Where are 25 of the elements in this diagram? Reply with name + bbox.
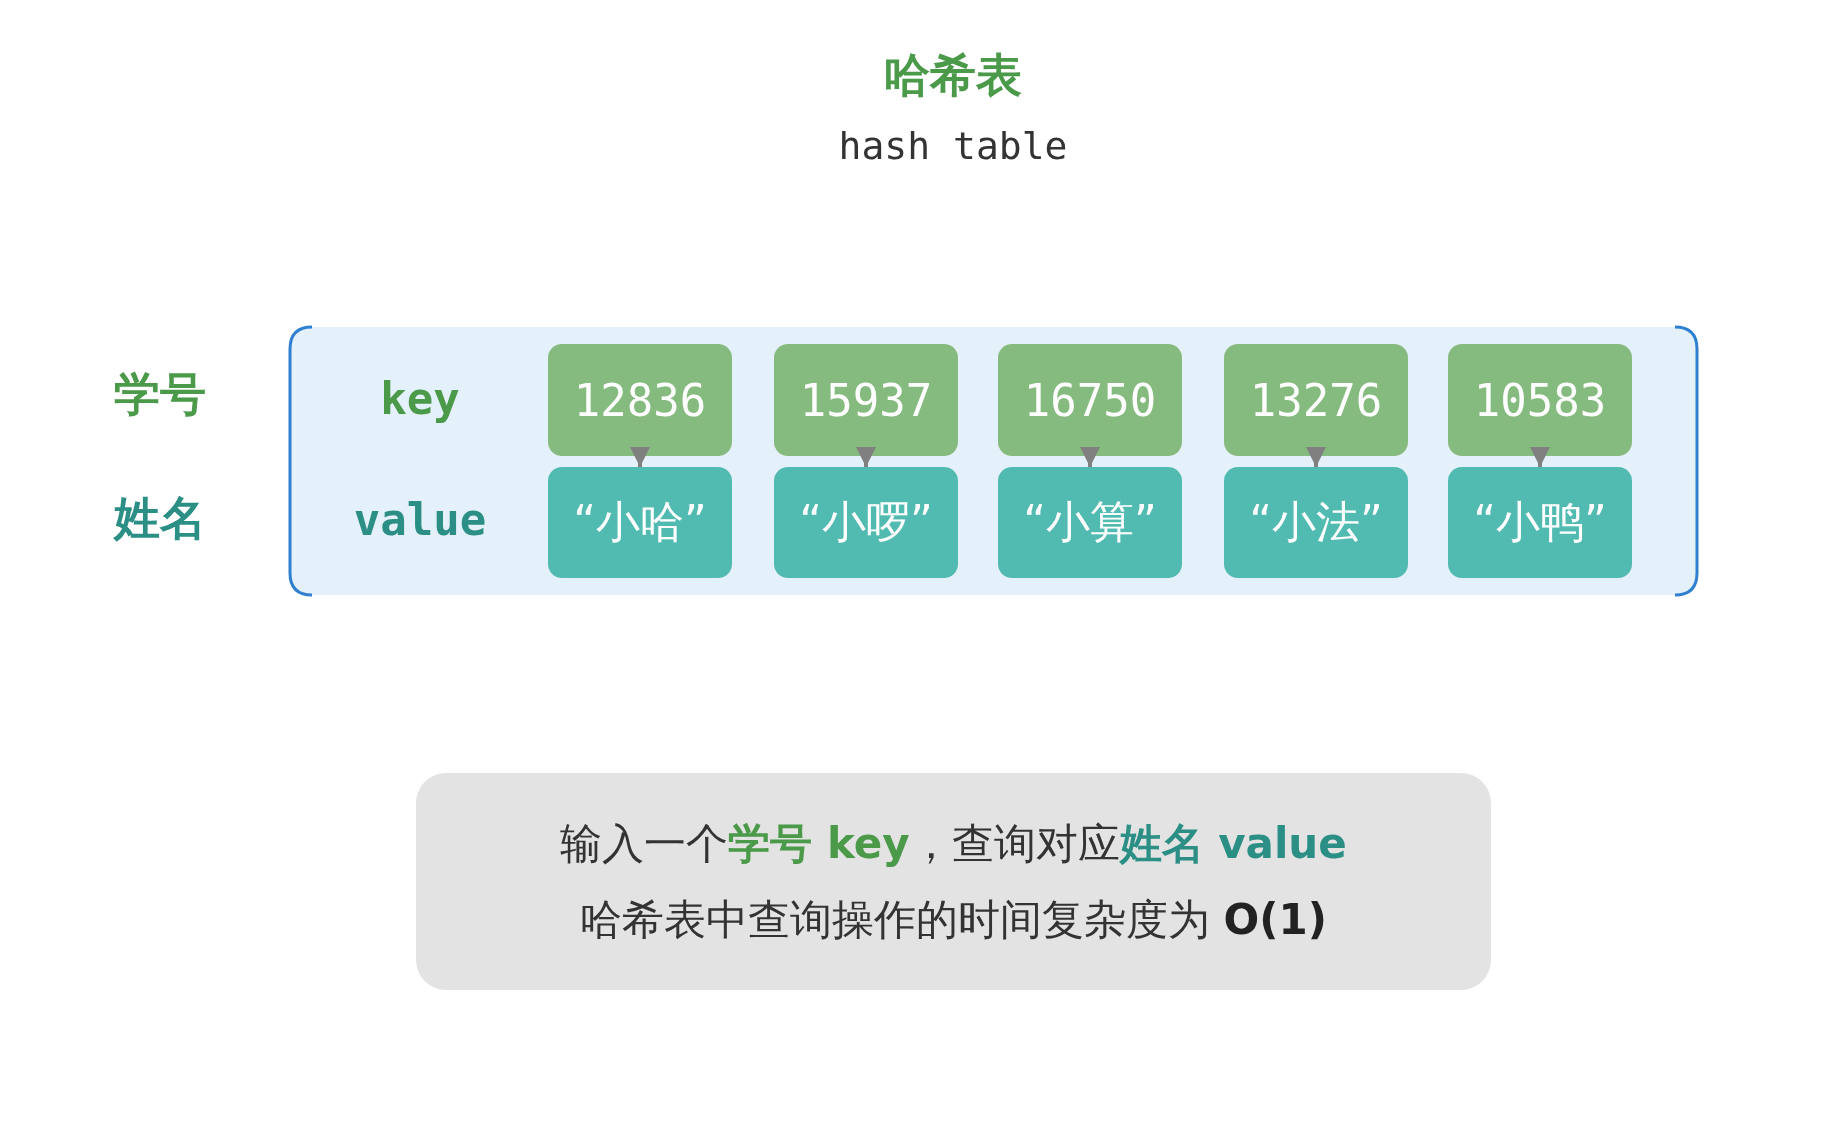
row-label: 学号 xyxy=(114,366,206,423)
arrow xyxy=(630,447,650,467)
key-box: 16750 xyxy=(998,344,1182,456)
table-band xyxy=(288,325,1699,597)
note-box xyxy=(416,773,1491,990)
arrow xyxy=(1306,447,1326,467)
value-box: “小哈” xyxy=(548,467,732,578)
title: 哈希表 xyxy=(884,47,1022,104)
note-text: 输入一个学号 key，查询对应姓名 value xyxy=(560,817,1347,870)
key-box: 10583 xyxy=(1448,344,1632,456)
key-box: 13276 xyxy=(1224,344,1408,456)
key-box: 12836 xyxy=(548,344,732,456)
value-box: “小啰” xyxy=(774,467,958,578)
key-box: 15937 xyxy=(774,344,958,456)
row-label: 姓名 xyxy=(114,490,206,547)
value-box: “小鸭” xyxy=(1448,467,1632,578)
subtitle: hash table xyxy=(838,124,1068,168)
row-label: value xyxy=(353,493,487,545)
arrow xyxy=(856,447,876,467)
value-box: “小算” xyxy=(998,467,1182,578)
arrow xyxy=(1080,447,1100,467)
value-box: “小法” xyxy=(1224,467,1408,578)
arrow xyxy=(1530,447,1550,467)
note-text: 哈希表中查询操作的时间复杂度为 O(1) xyxy=(580,893,1327,946)
row-label: key xyxy=(380,372,460,424)
